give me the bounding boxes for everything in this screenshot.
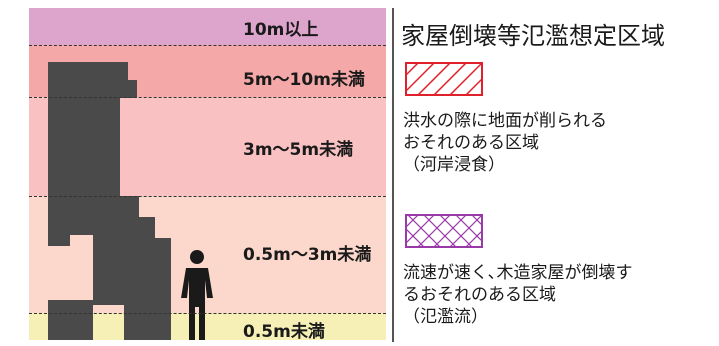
erosion-line-2: おそれのある区域 <box>403 133 539 153</box>
erosion-line-3: （河岸浸食） <box>403 155 505 175</box>
person-icon <box>181 250 213 340</box>
flood-flow-description: 流速が速く､木造家屋が倒壊す るおそれのある区域 （氾濫流） <box>403 262 633 328</box>
house-base <box>48 300 93 340</box>
band-10m-plus <box>29 8 386 45</box>
flood-flow-line-3: （氾濫流） <box>403 307 488 327</box>
legend-divider <box>392 8 394 342</box>
erosion-swatch-icon <box>405 62 483 96</box>
separator-3m <box>29 196 386 197</box>
label-under-0.5m: 0.5m未満 <box>243 322 325 342</box>
house-shape <box>48 62 171 340</box>
label-3m-5m: 3m〜5m未満 <box>243 140 354 160</box>
separator-5m <box>29 97 386 98</box>
erosion-line-1: 洪水の際に地面が削られる <box>403 111 607 131</box>
flood-flow-line-2: るおそれのある区域 <box>403 285 556 305</box>
flood-flow-swatch-icon <box>405 214 483 248</box>
erosion-description: 洪水の際に地面が削られる おそれのある区域 （河岸浸食） <box>403 110 607 176</box>
label-0.5m-3m: 0.5m〜3m未満 <box>243 245 372 265</box>
separator-0.5m <box>29 313 386 314</box>
label-5m-10m: 5m〜10m未満 <box>243 70 365 90</box>
separator-10m <box>29 45 386 46</box>
label-10m-plus: 10m以上 <box>243 20 319 40</box>
flood-flow-line-1: 流速が速く､木造家屋が倒壊す <box>403 263 633 283</box>
legend-title: 家屋倒壊等氾濫想定区域 <box>401 22 665 50</box>
